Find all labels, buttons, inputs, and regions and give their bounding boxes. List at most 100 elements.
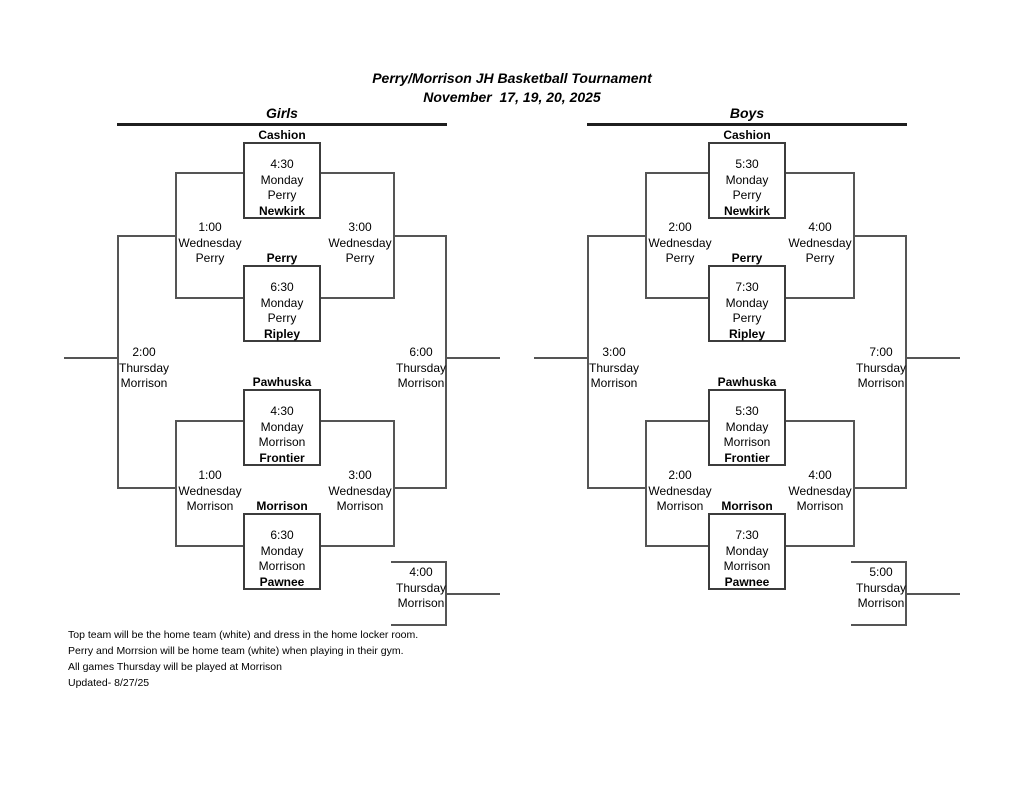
game-box: 5:30 Monday Morrison Frontier: [708, 389, 786, 466]
slot-time: 2:00: [668, 220, 692, 234]
slot-day: Thursday: [588, 360, 640, 375]
team-name-top: Perry: [266, 251, 298, 265]
team-name-top: Pawhuska: [252, 375, 312, 389]
girls-final-right: 6:00 Thursday Morrison: [351, 345, 491, 392]
girls-game-2: Perry 6:30 Monday Perry Ripley: [243, 251, 321, 342]
slot-site: Perry: [665, 251, 695, 265]
footer-note: Perry and Morrsion will be home team (wh…: [68, 645, 404, 657]
connector-line: [786, 172, 855, 174]
slot-time: 1:00: [198, 468, 222, 482]
semifinal-bracket-line: [645, 420, 647, 547]
advance-line: [587, 235, 647, 237]
slot-site: Morrison: [336, 499, 384, 513]
connector-line: [321, 172, 395, 174]
consolation-line: [851, 624, 907, 626]
slot-day: Thursday: [855, 360, 907, 375]
game-site: Morrison: [723, 435, 771, 449]
champion-line: [64, 357, 119, 359]
game-site: Perry: [267, 311, 297, 325]
slot-site: Perry: [195, 251, 225, 265]
slot-time: 2:00: [668, 468, 692, 482]
advance-line: [853, 487, 907, 489]
final-bracket-line: [445, 235, 447, 489]
footer-note: All games Thursday will be played at Mor…: [68, 661, 282, 673]
game-box: 7:30 Monday Morrison Pawnee: [708, 513, 786, 590]
girls-game-1: Cashion 4:30 Monday Perry Newkirk: [243, 128, 321, 219]
slot-day: Wednesday: [788, 483, 852, 498]
game-site: Perry: [732, 188, 762, 202]
slot-site: Perry: [805, 251, 835, 265]
boys-semifinal-top-left: 2:00 Wednesday Perry: [610, 220, 750, 267]
final-bracket-line: [587, 235, 589, 489]
consolation-winner-line: [905, 593, 960, 595]
slot-time: 3:00: [348, 220, 372, 234]
champion-line: [905, 357, 960, 359]
page-title: Perry/Morrison JH Basketball Tournament: [372, 70, 652, 86]
semifinal-bracket-line: [853, 420, 855, 547]
girls-section-title: Girls: [266, 105, 298, 121]
slot-day: Wednesday: [328, 235, 392, 250]
slot-site: Morrison: [186, 499, 234, 513]
girls-section-underline: [117, 123, 447, 126]
girls-semifinal-top-left: 1:00 Wednesday Perry: [140, 220, 280, 267]
team-name-bottom: Pawnee: [259, 574, 305, 589]
game-box: 7:30 Monday Perry Ripley: [708, 265, 786, 342]
advance-line: [393, 235, 447, 237]
slot-day: Wednesday: [178, 483, 242, 498]
boys-section-underline: [587, 123, 907, 126]
girls-semifinal-top-right: 3:00 Wednesday Perry: [290, 220, 430, 267]
girls-game-4: Morrison 6:30 Monday Morrison Pawnee: [243, 499, 321, 590]
boys-game-2: Perry 7:30 Monday Perry Ripley: [708, 251, 786, 342]
game-time: 6:30: [270, 528, 294, 542]
footer-note: Top team will be the home team (white) a…: [68, 629, 419, 641]
slot-time: 4:00: [409, 565, 433, 579]
semifinal-bracket-line: [175, 420, 177, 547]
game-time: 5:30: [735, 404, 759, 418]
team-name-bottom: Newkirk: [258, 203, 306, 218]
connector-line: [321, 545, 395, 547]
team-name-top: Cashion: [258, 128, 306, 142]
slot-day: Thursday: [855, 580, 907, 595]
slot-day: Wednesday: [648, 235, 712, 250]
champion-line: [445, 357, 500, 359]
slot-site: Morrison: [120, 376, 168, 390]
slot-day: Thursday: [395, 580, 447, 595]
game-time: 4:30: [270, 157, 294, 171]
connector-line: [321, 420, 395, 422]
team-name-bottom: Pawnee: [724, 574, 770, 589]
final-bracket-line: [117, 235, 119, 489]
slot-site: Morrison: [857, 596, 905, 610]
team-name-top: Morrison: [721, 499, 773, 513]
connector-line: [645, 420, 708, 422]
game-box: 5:30 Monday Perry Newkirk: [708, 142, 786, 219]
boys-consolation: 5:00 Thursday Morrison: [811, 565, 951, 612]
team-name-bottom: Frontier: [259, 450, 305, 465]
boys-semifinal-bottom-left: 2:00 Wednesday Morrison: [610, 468, 750, 515]
game-site: Morrison: [258, 435, 306, 449]
slot-site: Morrison: [656, 499, 704, 513]
game-box: 6:30 Monday Morrison Pawnee: [243, 513, 321, 590]
slot-day: Wednesday: [328, 483, 392, 498]
connector-line: [645, 172, 708, 174]
team-name-top: Morrison: [256, 499, 308, 513]
slot-site: Morrison: [796, 499, 844, 513]
consolation-line: [851, 561, 907, 563]
boys-semifinal-bottom-right: 4:00 Wednesday Morrison: [750, 468, 890, 515]
connector-line: [175, 172, 243, 174]
boys-final-left: 3:00 Thursday Morrison: [544, 345, 684, 392]
girls-semifinal-bottom-left: 1:00 Wednesday Morrison: [140, 468, 280, 515]
slot-day: Wednesday: [178, 235, 242, 250]
team-name-top: Pawhuska: [717, 375, 777, 389]
game-box: 4:30 Monday Morrison Frontier: [243, 389, 321, 466]
connector-line: [175, 297, 243, 299]
slot-time: 3:00: [348, 468, 372, 482]
boys-game-1: Cashion 5:30 Monday Perry Newkirk: [708, 128, 786, 219]
game-box: 6:30 Monday Perry Ripley: [243, 265, 321, 342]
team-name-bottom: Ripley: [728, 326, 765, 341]
slot-time: 2:00: [132, 345, 156, 359]
game-day: Monday: [260, 543, 304, 558]
game-day: Monday: [725, 295, 769, 310]
connector-line: [645, 297, 708, 299]
connector-line: [645, 545, 708, 547]
